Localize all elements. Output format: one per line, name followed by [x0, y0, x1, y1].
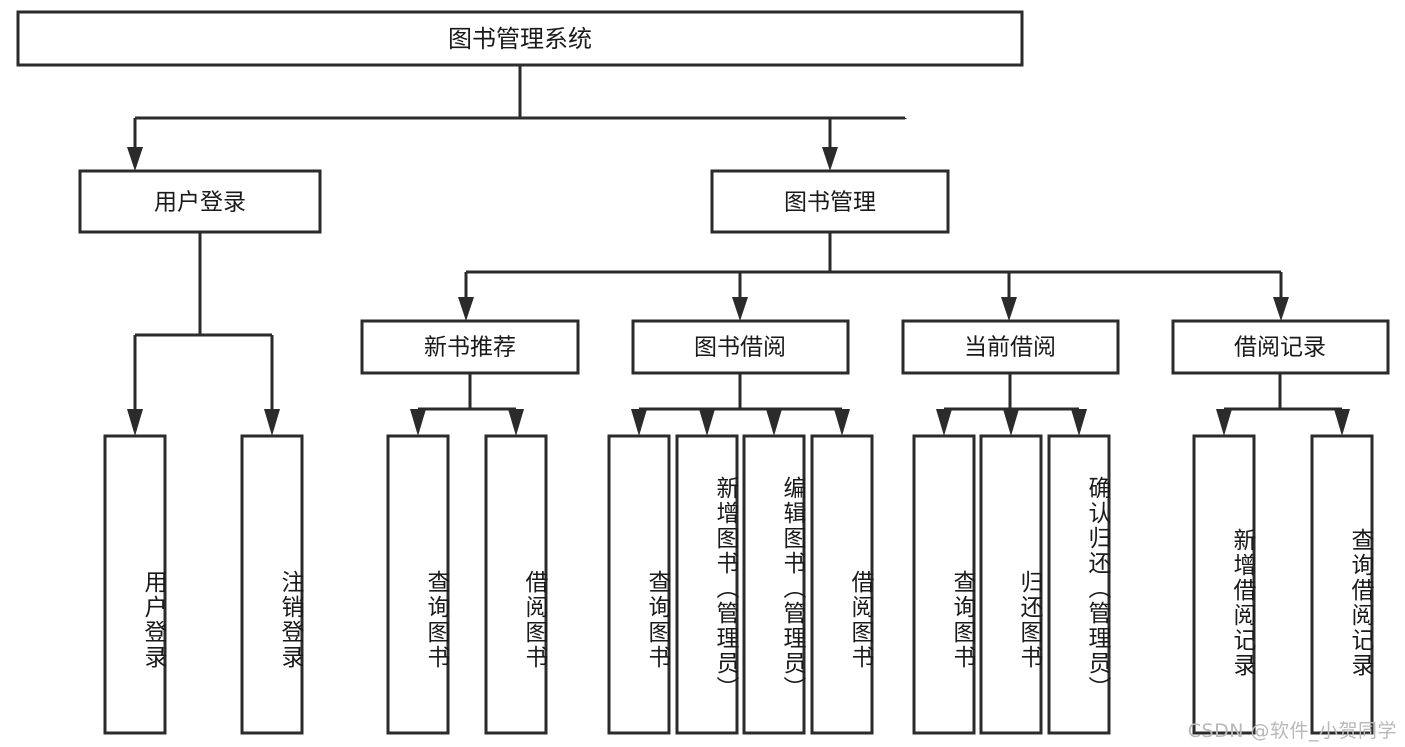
arrowhead-ul-leaf-0	[127, 409, 143, 436]
arrowhead-cb-2	[1071, 409, 1087, 436]
arrowhead-bb-2	[766, 409, 782, 436]
node-root-box[interactable]	[16, 10, 1024, 67]
arrowhead-cb-0	[936, 409, 952, 436]
arrowhead-br-0	[1216, 409, 1232, 436]
arrowhead-book-manage	[822, 147, 838, 171]
arrowhead-bb-3	[834, 409, 850, 436]
connector-user-login-to-leaves	[127, 232, 280, 436]
node-borrow-record-label: 借阅记录	[1234, 335, 1326, 361]
leaf-box-cb-1[interactable]	[979, 434, 1043, 735]
arrowhead-l2-0	[458, 297, 474, 321]
arrowhead-bb-1	[699, 409, 715, 436]
arrowhead-br-1	[1334, 409, 1350, 436]
node-new-book-recommend[interactable]: 新书推荐	[360, 319, 580, 375]
connector-root-to-level1	[127, 65, 907, 171]
arrowhead-l2-3	[1273, 297, 1289, 321]
node-new-book-recommend-box[interactable]	[360, 319, 580, 375]
node-borrow-record[interactable]: 借阅记录	[1171, 319, 1390, 375]
leaf-box-cb-0[interactable]	[912, 434, 976, 735]
node-current-borrow[interactable]: 当前借阅	[901, 319, 1120, 375]
node-user-login[interactable]: 用户登录	[78, 169, 322, 234]
leaf-box-cb-2[interactable]	[1047, 434, 1111, 735]
leaf-box-bb-0[interactable]	[607, 434, 671, 735]
arrowhead-nbr-0	[410, 409, 426, 436]
node-root[interactable]: 图书管理系统	[16, 10, 1024, 67]
connector-borrow-record-to-leaves	[1216, 373, 1350, 436]
leaf-box-user-login-0[interactable]	[103, 434, 167, 735]
arrowhead-user-login	[127, 147, 143, 171]
leaf-box-bb-2[interactable]	[742, 434, 806, 735]
csdn-watermark: CSDN @软件_小贺同学	[1187, 720, 1397, 742]
leaf-box-br-1[interactable]	[1310, 434, 1374, 735]
node-new-book-recommend-label: 新书推荐	[424, 335, 516, 361]
node-book-manage-box[interactable]	[710, 169, 950, 234]
connector-book-manage-to-level2	[458, 232, 1289, 321]
node-root-label: 图书管理系统	[448, 25, 592, 53]
connector-new-book-recommend-to-leaves	[410, 373, 524, 436]
node-current-borrow-label: 当前借阅	[964, 335, 1056, 361]
arrowhead-nbr-1	[508, 409, 524, 436]
leaf-box-bb-1[interactable]	[675, 434, 739, 735]
leaf-box-nbr-0[interactable]	[386, 434, 450, 735]
leaf-box-bb-3[interactable]	[810, 434, 874, 735]
node-book-manage[interactable]: 图书管理	[710, 169, 950, 234]
arrowhead-ul-leaf-1	[264, 409, 280, 436]
arrowhead-cb-1	[1003, 409, 1019, 436]
connector-book-borrow-to-leaves	[631, 373, 850, 436]
node-book-manage-label: 图书管理	[784, 190, 876, 216]
leaf-box-user-login-1[interactable]	[240, 434, 304, 735]
arrowhead-l2-1	[732, 297, 748, 321]
leaf-box-nbr-1[interactable]	[484, 434, 548, 735]
leaf-box-br-0[interactable]	[1192, 434, 1256, 735]
node-book-borrow-label: 图书借阅	[694, 335, 786, 361]
connector-current-borrow-to-leaves	[936, 373, 1087, 436]
node-book-borrow[interactable]: 图书借阅	[631, 319, 850, 375]
node-user-login-label: 用户登录	[154, 190, 246, 216]
arrowhead-l2-2	[1001, 297, 1017, 321]
arrowhead-bb-0	[631, 409, 647, 436]
